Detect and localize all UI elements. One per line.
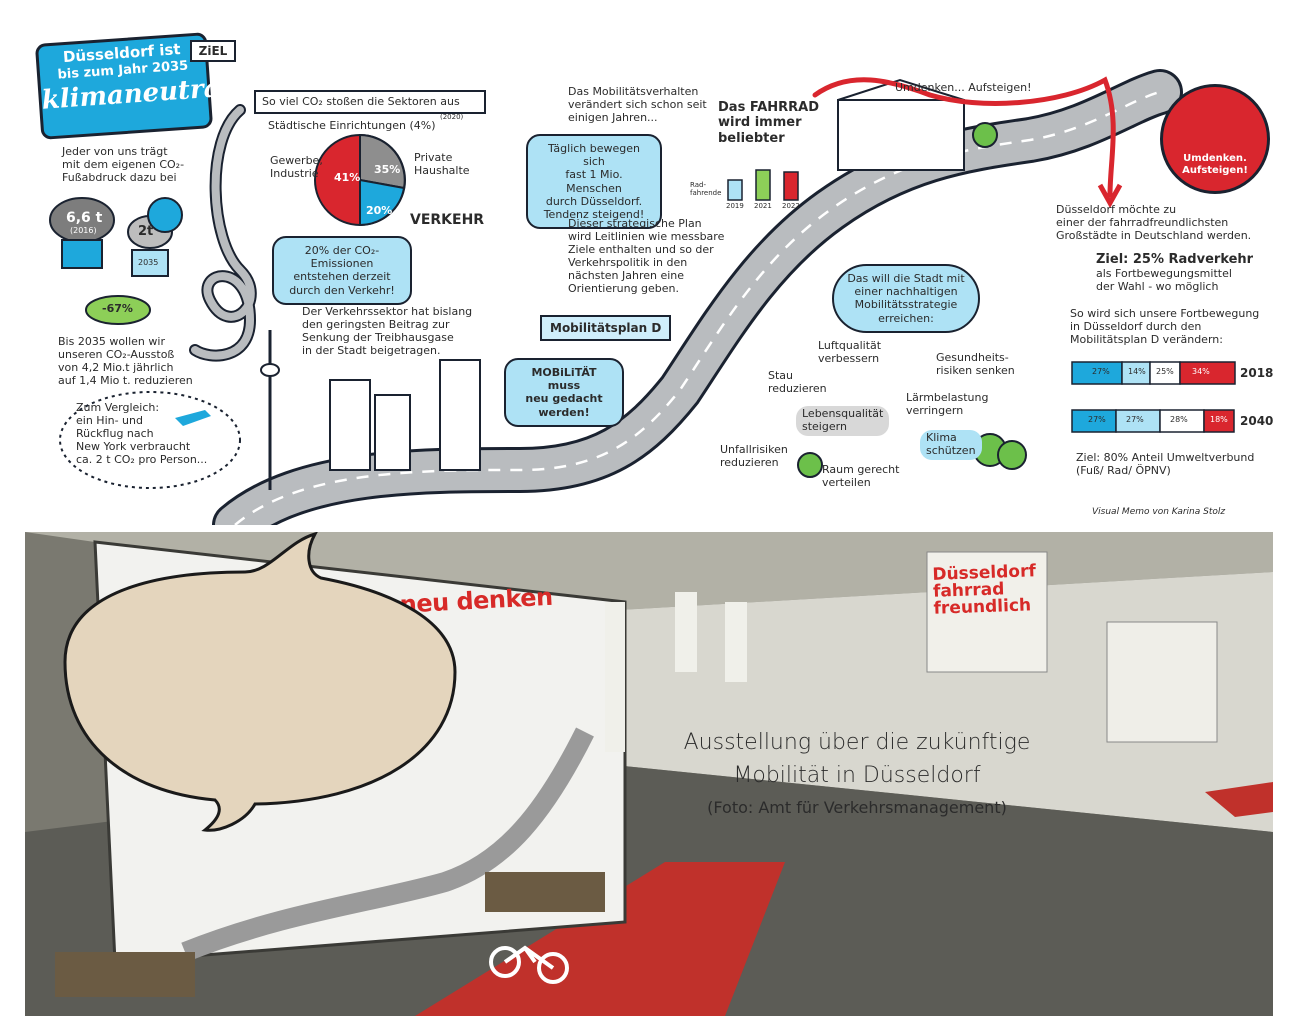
circle-caption: Umdenken. Aufsteigen! [1182,153,1248,176]
benefit-accidents: Unfallrisiken reduzieren [720,443,788,469]
goal-80-text: Ziel: 80% Anteil Umweltverbund (Fuß/ Rad… [1076,451,1255,477]
bike-year-2019: 2019 [726,202,744,210]
strategy-cloud: Das will die Stadt mit einer nachhaltige… [832,264,980,333]
photo-scene [25,532,1273,1016]
compare-text: Zum Vergleich: ein Hin- und Rückflug nac… [76,401,208,466]
city-goal-text: Düsseldorf möchte zu einer der fahrradfr… [1056,203,1252,242]
cloud-6t-year: (2016) [70,226,97,235]
caption-line-2: Mobilität in Düsseldorf [733,763,981,788]
benefit-noise: Lärmbelastung verringern [906,391,989,417]
benefit-jam: Stau reduzieren [768,369,827,395]
change-text: So wird sich unsere Fortbewegung in Düss… [1070,307,1260,346]
split-2040-bike: 27% [1126,415,1144,424]
credit-text: Visual Memo von Karina Stolz [1092,507,1226,517]
daily-bubble: Täglich bewegen sich fast 1 Mio. Mensche… [526,134,662,230]
sectors-title: So viel CO₂ stoßen die Sektoren aus [254,90,486,114]
strategic-plan-text: Dieser strategische Plan wird Leitlinien… [568,217,725,295]
bike-popular: Das FAHRRAD wird immer beliebter [718,100,820,146]
goal-25-sub: als Fortbewegungsmittel der Wahl - wo mö… [1096,267,1232,293]
caption-line-1: Ausstellung über die zukünftige [683,730,1031,755]
reduction-pct: -67% [102,302,133,315]
traffic-sector-text: Der Verkehrssektor hat bislang den gerin… [302,305,473,357]
benefit-climate: Klima schützen [920,430,982,460]
ziel-tag: ZiEL [190,40,236,62]
mobility-change-text: Das Mobilitätsverhalten verändert sich s… [568,85,707,124]
split-2018-car: 34% [1192,367,1210,376]
speech-caption: Ausstellung über die zukünftige Mobilitä… [657,726,1057,817]
bike-year-2022: 2022 [782,202,800,210]
split-2040-foot: 27% [1088,415,1106,424]
rethink-bubble: MOBiLiTÄT muss neu gedacht werden! [504,358,624,427]
benefit-space: Raum gerecht verteilen [822,463,900,489]
benefit-health: Gesundheits- risiken senken [936,351,1015,377]
verkehr-label: VERKEHR [410,212,485,228]
footprint-text: Jeder von uns trägt mit dem eigenen CO₂-… [62,145,185,184]
cloud-2t-label: 2t [138,224,154,239]
mobilitaetsplan-label: Mobilitätsplan D [540,315,672,342]
goal-25-text: Ziel: 25% Radverkehr [1096,252,1254,267]
exhibition-photo: Mobilität neu denken Düsseldorf fahrrad … [25,532,1273,1016]
road-umdenken-text: Umdenken... Aufsteigen! [895,81,1032,94]
bike-year-2021: 2021 [754,202,772,210]
year-2040-label: 2040 [1240,414,1274,428]
caption-credit: (Foto: Amt für Verkehrsmanagement) [707,798,1007,817]
sectors-year: (2020) [440,113,464,121]
umdenken-circle: Umdenken. Aufsteigen! [1160,84,1270,194]
benefit-air: Luftqualität verbessern [818,339,882,365]
private-label: Private Haushalte [414,151,470,177]
cloud-6t-label: 6,6 t [66,210,103,226]
year-2035-label: 2035 [138,258,159,267]
climate-neutral-banner: Düsseldorf ist bis zum Jahr 2035 klimane… [34,32,231,140]
reduction-text: Bis 2035 wollen wir unseren CO₂-Ausstoß … [58,335,193,387]
emissions-bubble: 20% der CO₂-Emissionen entstehen derzeit… [272,236,412,305]
panel-title: Düsseldorf fahrrad freundlich [932,561,1037,619]
municipal-label: Städtische Einrichtungen (4%) [268,119,436,132]
split-2040-transit: 28% [1170,415,1188,424]
year-2018-label: 2018 [1240,366,1274,380]
pie-label-41: 41% [334,171,361,184]
industry-label: Gewerbe, Industrie [270,154,323,180]
radfahrende-label: Rad- fahrende [690,181,722,198]
split-2018-transit: 25% [1156,367,1174,376]
pie-label-20: 20% [366,204,393,217]
sketchnote-drawing [49,69,1236,525]
split-2040-car: 18% [1210,415,1228,424]
split-2018-foot: 27% [1092,367,1110,376]
split-2018-bike: 14% [1128,367,1146,376]
benefit-quality: Lebensqualität steigern [796,406,890,436]
sketchnote-illustration: Düsseldorf ist bis zum Jahr 2035 klimane… [34,32,1274,525]
pie-label-35: 35% [374,163,401,176]
